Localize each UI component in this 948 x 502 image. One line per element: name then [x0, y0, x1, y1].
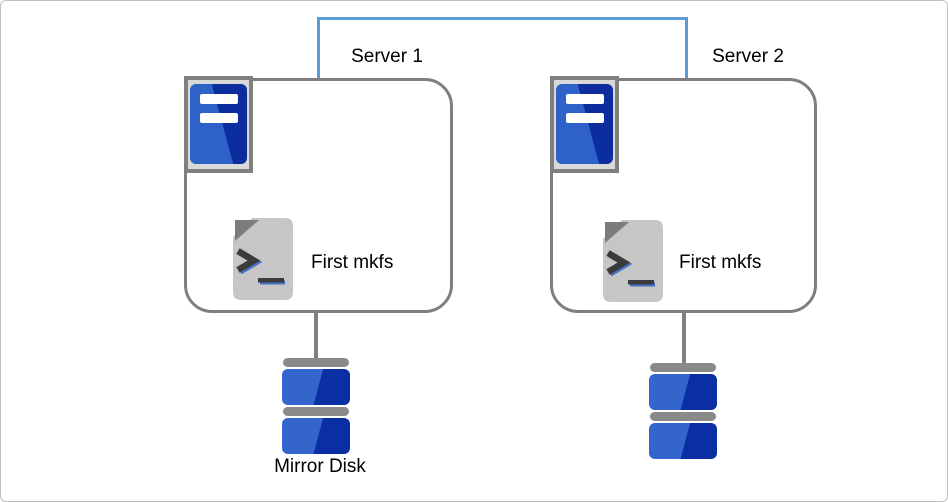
- server-drive-bay: [566, 94, 604, 104]
- disk-cap: [283, 407, 349, 416]
- server-drive-bay: [200, 113, 238, 123]
- server-drive-bay: [566, 113, 604, 123]
- server1-disk-link-line: [314, 313, 318, 359]
- interconnect-line-left: [317, 17, 320, 78]
- mirror-disk-icon: [649, 363, 717, 459]
- server-tower-icon: [556, 84, 613, 164]
- server1-command-label: First mkfs: [311, 252, 394, 273]
- disk-platter: [282, 418, 350, 454]
- server2-label: Server 2: [712, 46, 784, 67]
- disk-platter: [649, 423, 717, 459]
- disk-cap: [650, 412, 716, 421]
- interconnect-line-right: [685, 17, 688, 78]
- mirror-disk-icon: [282, 358, 350, 454]
- server1-label: Server 1: [351, 46, 423, 67]
- server2-disk-link-line: [682, 313, 686, 364]
- interconnect-line-horizontal: [317, 17, 688, 20]
- disk-cap: [650, 363, 716, 372]
- server-tower-icon: [190, 84, 247, 164]
- terminal-script-icon: [233, 218, 293, 300]
- terminal-script-icon: [603, 220, 663, 302]
- disk-platter: [282, 369, 350, 405]
- disk-cap: [283, 358, 349, 367]
- server2-command-label: First mkfs: [679, 252, 762, 273]
- server2-tower-icon-frame: [550, 76, 619, 173]
- server1-tower-icon-frame: [184, 76, 253, 173]
- mirror-disk-label: Mirror Disk: [274, 456, 366, 477]
- server-drive-bay: [200, 94, 238, 104]
- disk-platter: [649, 374, 717, 410]
